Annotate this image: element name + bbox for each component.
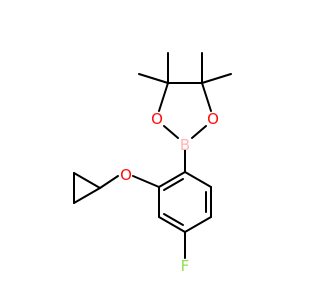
atom-boron: B — [180, 136, 190, 154]
bond-o-left-c — [158, 82, 169, 112]
bonds — [73, 52, 232, 259]
bond-ring-4 — [158, 216, 186, 233]
bond-b-o-right — [191, 125, 207, 139]
atom-fluorine: F — [181, 257, 190, 275]
bond-ring-o-ether — [132, 175, 160, 188]
bond-methyl-1 — [138, 73, 169, 84]
bond-cyclopropyl-1 — [73, 172, 101, 189]
bond-ring-double-3 — [163, 178, 184, 191]
bond-b-o-left — [163, 125, 179, 139]
bond-cyclopropyl-3 — [73, 187, 101, 204]
bond-o-ether-cyclopropyl — [99, 175, 119, 189]
bond-ring-1 — [184, 171, 212, 188]
atom-labels: B O O O F — [120, 110, 219, 275]
bond-ring-double-2 — [163, 213, 184, 226]
bond-methyl-4 — [201, 73, 232, 84]
atom-oxygen-ether: O — [120, 166, 132, 184]
atom-oxygen-left: O — [151, 110, 163, 128]
atom-oxygen-right: O — [207, 110, 219, 128]
bond-ring-3 — [184, 216, 212, 233]
bond-ring-6 — [158, 171, 186, 188]
molecule-structure-diagram: B O O O F — [73, 52, 232, 275]
bond-o-right-c — [201, 82, 212, 112]
